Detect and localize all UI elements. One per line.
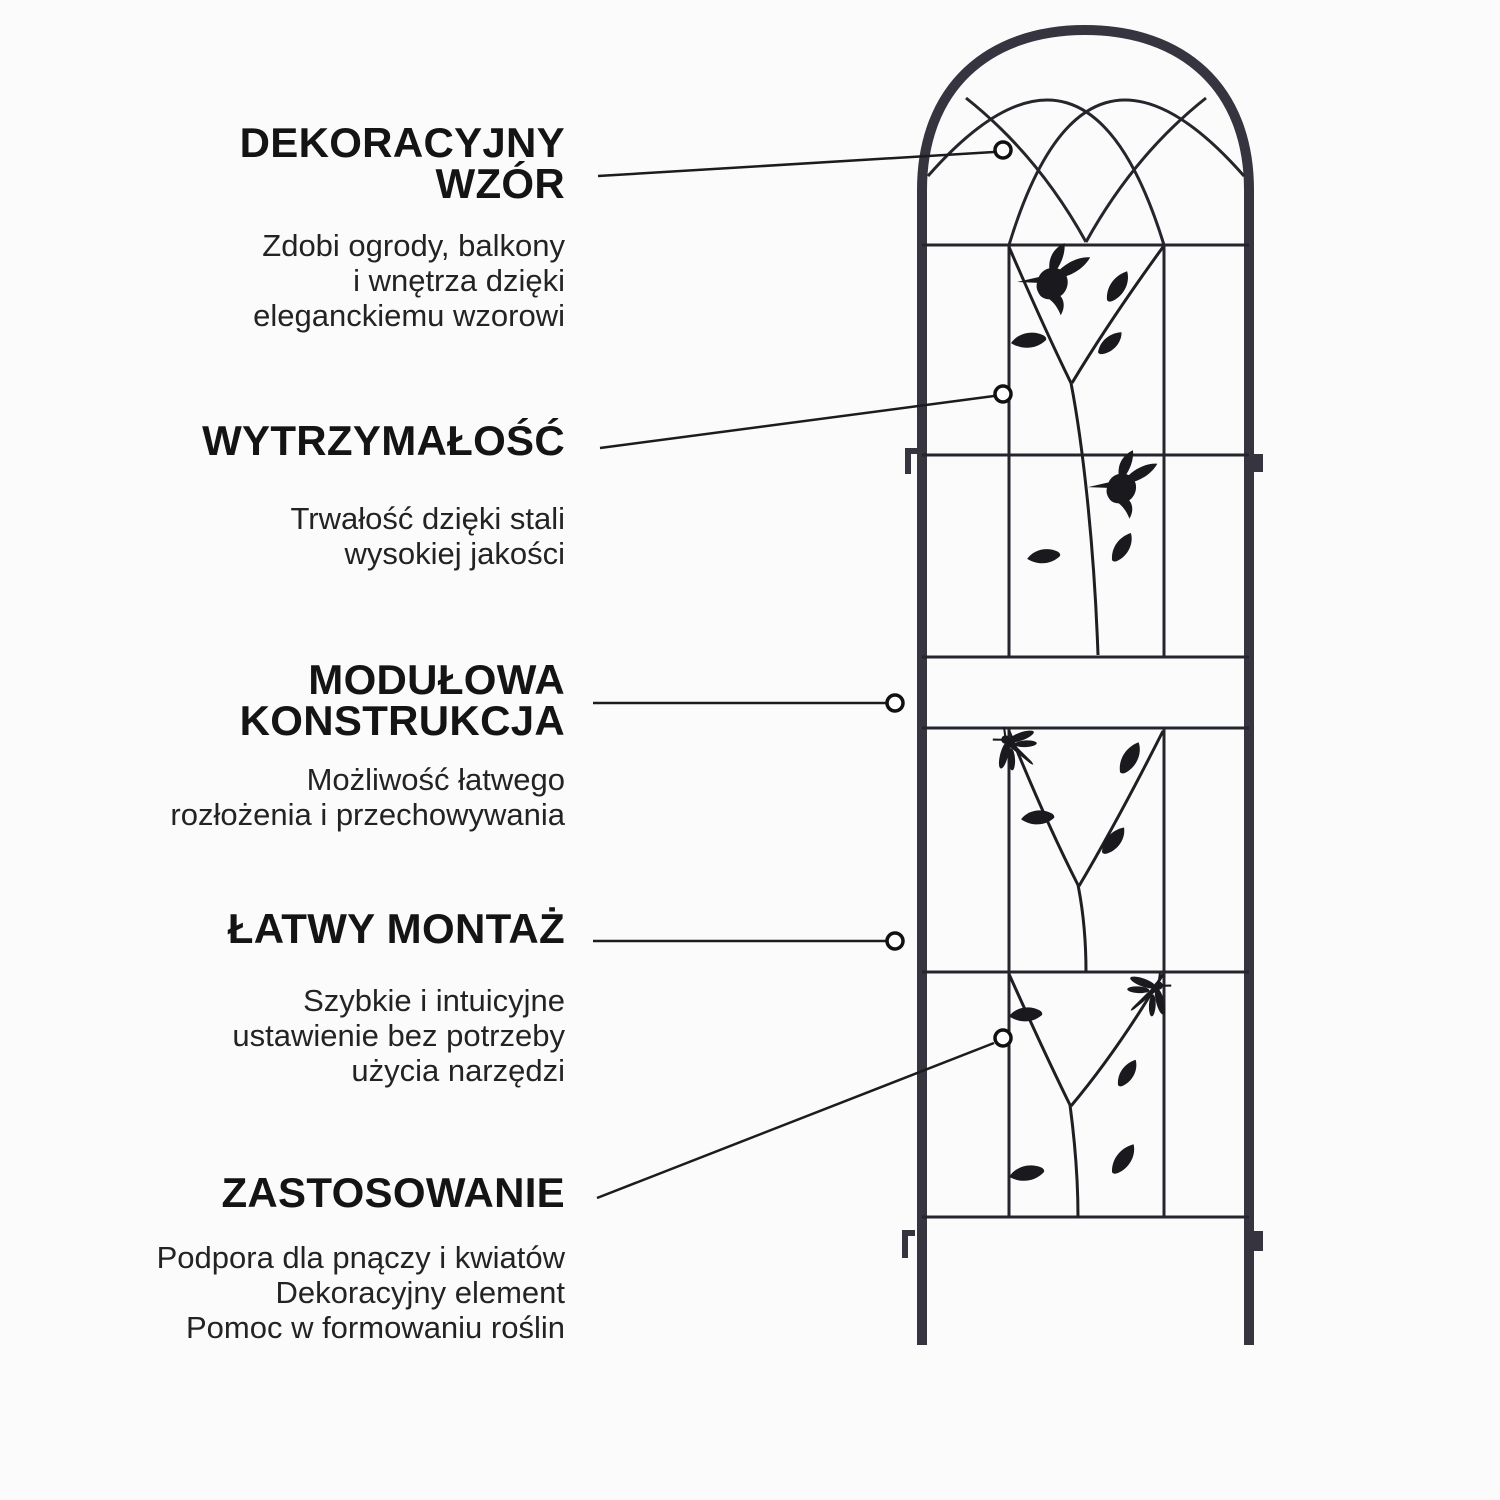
- feature-title: WYTRZYMAŁOŚĆ: [202, 417, 565, 464]
- feature-description: Trwałość dzięki stali wysokiej jakości: [290, 501, 565, 571]
- feature-description: Szybkie i intuicyjne ustawienie bez potr…: [232, 983, 565, 1088]
- feature-title: ZASTOSOWANIE: [221, 1169, 565, 1216]
- dragonfly-icon: [979, 712, 1052, 786]
- callout-lines: [593, 150, 995, 1200]
- feature-title: ŁATWY MONTAŻ: [227, 905, 565, 952]
- feature-dekoracyjny-wzor: DEKORACYJNY WZÓR Zdobi ogrody, balkony i…: [65, 119, 565, 334]
- feature-title: MODUŁOWA KONSTRUKCJA: [239, 656, 565, 744]
- leaf-icon: [1099, 270, 1136, 303]
- callout-marker-1: [993, 140, 1013, 160]
- arch-tracery: [926, 96, 1246, 246]
- feature-description: Możliwość łatwego rozłożenia i przechowy…: [170, 762, 565, 832]
- callout-marker-5: [993, 1028, 1013, 1048]
- leaf-icon: [1105, 1144, 1142, 1175]
- callout-marker-4: [885, 931, 905, 951]
- leaf-icon: [1027, 541, 1062, 572]
- feature-description: Podpora dla pnączy i kwiatów Dekoracyjny…: [156, 1240, 565, 1345]
- trellis-frame: [917, 24, 1254, 1345]
- feature-modulowa-konstrukcja: MODUŁOWA KONSTRUKCJA Możliwość łatwego r…: [65, 656, 565, 833]
- callout-marker-2: [993, 384, 1013, 404]
- callout-marker-3: [885, 693, 905, 713]
- leaf-icon: [1111, 1059, 1144, 1088]
- leaf-icon: [1010, 324, 1048, 357]
- callout-line-1: [597, 150, 995, 178]
- feature-title: DEKORACYJNY WZÓR: [239, 119, 565, 207]
- leaf-icon: [1096, 827, 1131, 855]
- feature-zastosowanie: ZASTOSOWANIE Podpora dla pnączy i kwiató…: [65, 1169, 565, 1346]
- callout-line-2: [599, 394, 995, 450]
- leaf-icon: [1009, 1157, 1046, 1189]
- leaf-icon: [1008, 998, 1044, 1030]
- leaf-icon: [1104, 532, 1140, 563]
- feature-wytrzymalosc: WYTRZYMAŁOŚĆ Trwałość dzięki stali wysok…: [65, 417, 565, 572]
- hummingbird-icon: [1017, 243, 1091, 316]
- leaf-icon: [1095, 332, 1125, 355]
- trellis-wires: [922, 243, 1249, 1219]
- leaf-icons: [1008, 270, 1149, 1189]
- connector-tabs: [902, 448, 1263, 1258]
- callout-markers: [885, 140, 1013, 1048]
- dragonfly-icon: [1112, 958, 1185, 1032]
- hummingbird-icon: [1088, 450, 1158, 519]
- feature-description: Zdobi ogrody, balkony i wnętrza dzięki e…: [253, 228, 565, 333]
- feature-latwy-montaz: ŁATWY MONTAŻ Szybkie i intuicyjne ustawi…: [65, 905, 565, 1089]
- callout-line-5: [596, 1041, 995, 1200]
